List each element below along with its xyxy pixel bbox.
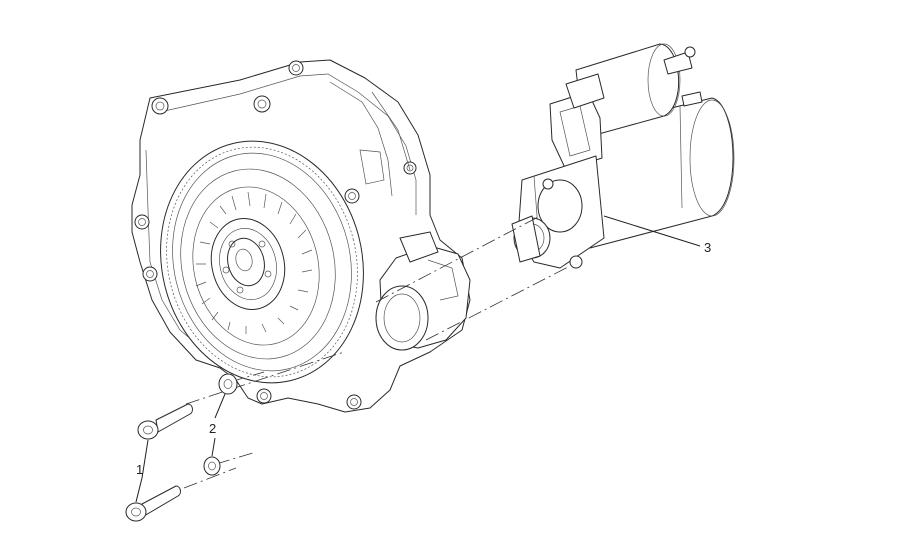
washer-lower bbox=[203, 456, 221, 476]
callout-3: 3 bbox=[704, 240, 711, 255]
callout-2: 2 bbox=[209, 421, 216, 436]
assembly-lines bbox=[183, 215, 571, 489]
flywheel bbox=[160, 140, 364, 384]
washer-upper bbox=[218, 373, 238, 395]
starter-motor bbox=[511, 43, 735, 269]
screw-lower bbox=[125, 485, 181, 522]
clutch-slots bbox=[195, 191, 313, 334]
callout-1: 1 bbox=[136, 462, 143, 477]
starter-mount bbox=[375, 231, 471, 351]
leader-lines bbox=[135, 215, 701, 503]
screw-upper bbox=[137, 403, 193, 440]
